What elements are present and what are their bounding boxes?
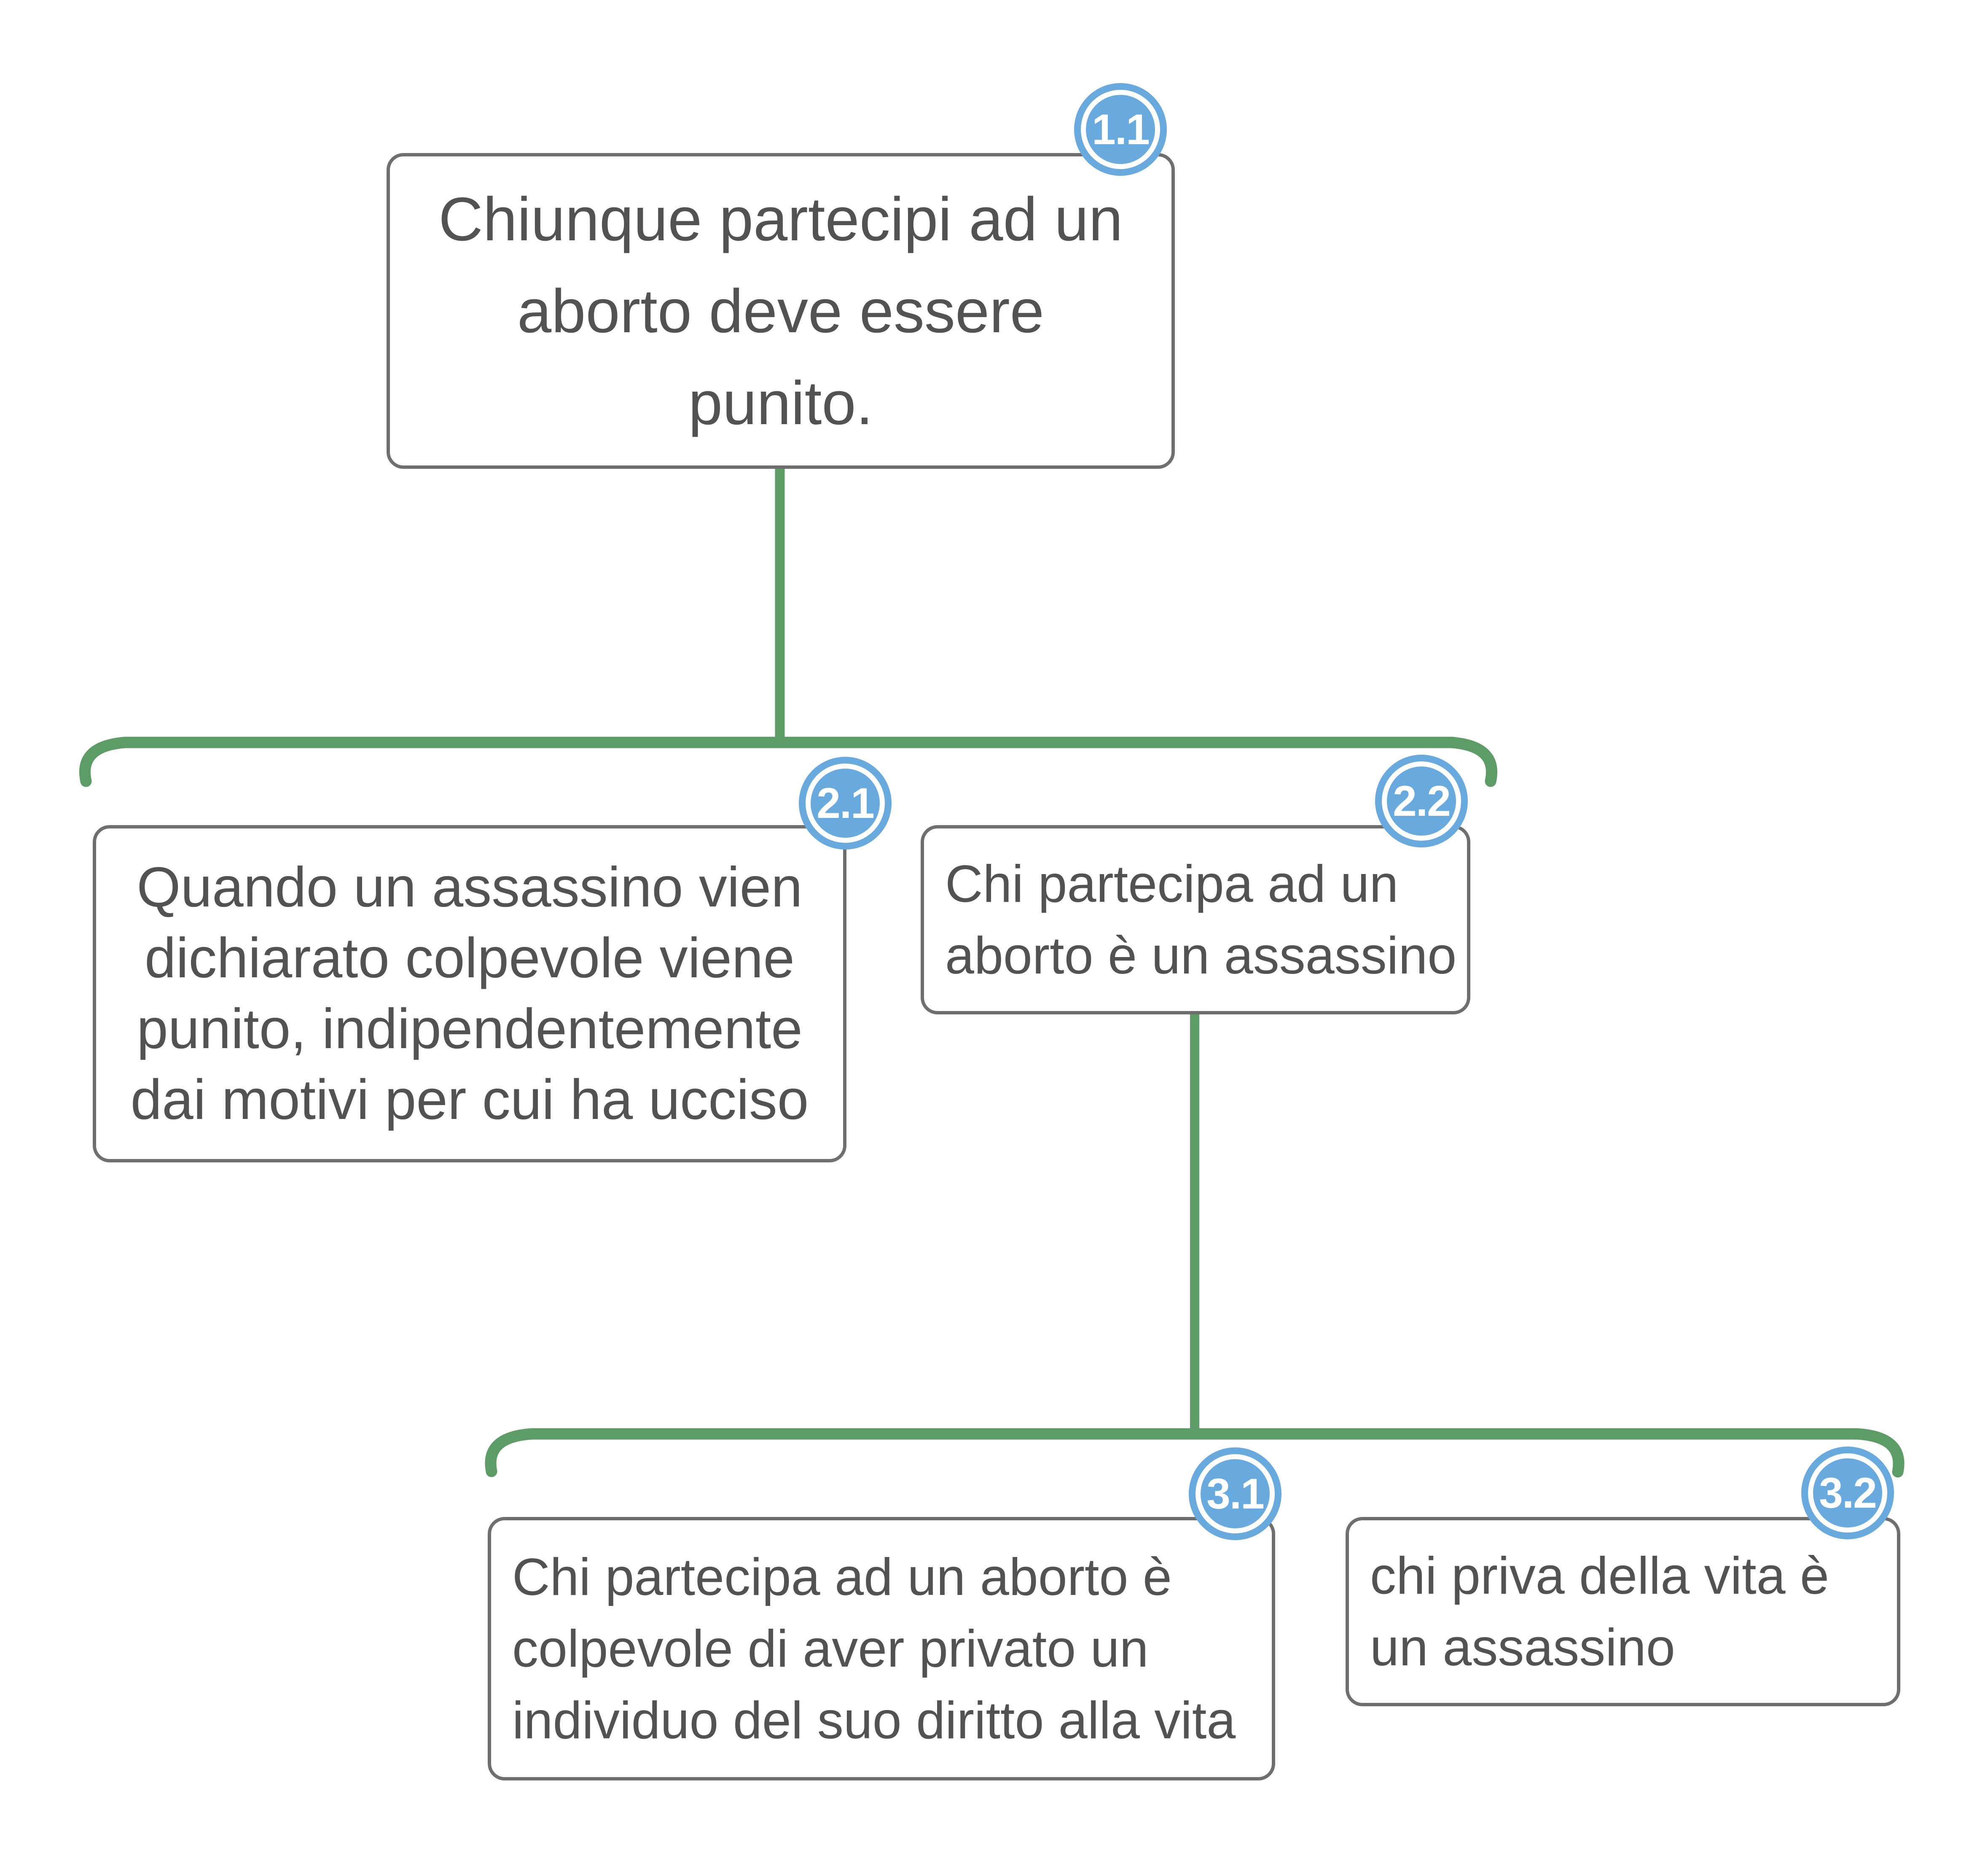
node-3-1-text: Chi partecipa ad un aborto è colpevole d…	[512, 1548, 1236, 1750]
node-2-2[interactable]: Chi partecipa ad un aborto è un assassin…	[921, 825, 1470, 1014]
node-3-1-badge: 3.1	[1189, 1447, 1281, 1540]
node-2-1[interactable]: Quando un assassino vien dichiarato colp…	[93, 825, 846, 1162]
node-3-1-badge-label: 3.1	[1206, 1469, 1265, 1518]
node-1-1-badge: 1.1	[1074, 83, 1167, 176]
node-2-1-badge-label: 2.1	[817, 779, 875, 827]
node-2-2-badge-label: 2.2	[1393, 777, 1451, 825]
node-2-1-badge: 2.1	[799, 757, 892, 850]
node-1-1[interactable]: Chiunque partecipi ad un aborto deve ess…	[387, 153, 1175, 469]
node-1-1-badge-label: 1.1	[1092, 105, 1150, 153]
node-1-1-text: Chiunque partecipi ad un aborto deve ess…	[438, 184, 1123, 437]
node-3-2-badge-label: 3.2	[1819, 1468, 1877, 1517]
node-3-2-text: chi priva della vita è un assassino	[1370, 1546, 1829, 1677]
node-2-2-text: Chi partecipa ad un aborto è un assassin…	[945, 855, 1457, 985]
connector-bracket-level-2	[79, 737, 1498, 787]
node-2-1-text: Quando un assassino vien dichiarato colp…	[130, 856, 809, 1131]
connector-bracket-level-3	[485, 1428, 1905, 1478]
node-2-2-badge: 2.2	[1375, 755, 1468, 847]
node-3-2-badge: 3.2	[1801, 1447, 1894, 1539]
node-3-1[interactable]: Chi partecipa ad un aborto è colpevole d…	[488, 1517, 1275, 1780]
node-3-2[interactable]: chi priva della vita è un assassino	[1346, 1517, 1900, 1706]
